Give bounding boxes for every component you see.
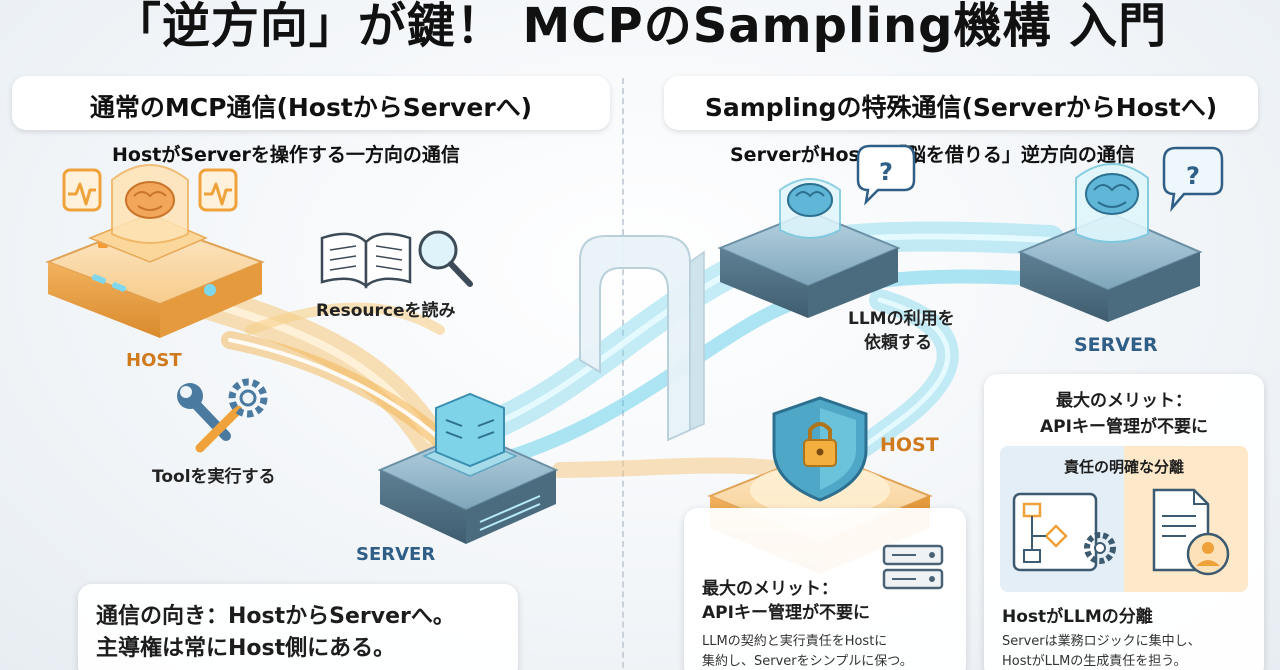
book-icon [322,234,410,286]
host-to-server-beam [200,300,470,470]
wrench-icon [177,383,238,448]
svg-text:?: ? [1186,162,1200,190]
merit-card-1: 最大のメリット： APIキー管理が不要に LLMの契約と実行責任をHostに 集… [684,508,966,670]
merit-card-2-caption: HostがLLMの分離 [1002,602,1153,627]
merit-card-1-body-line1: LLMの契約と実行責任をHostに [702,630,887,649]
separation-panel: 責任の明確な分離 [1000,446,1248,592]
direction-note-card: 通信の向き：HostからServerへ。 主導権は常にHost側にある。 [78,584,518,670]
merit-card-2: 最大のメリット： APIキー管理が不要に 責任の明確な分離 HostがLLMの分… [984,374,1264,670]
question-bubble-icon: ? [1164,148,1222,208]
resource-label: Resourceを読み [316,296,456,321]
request-label-line1: LLMの利用を [848,304,955,329]
brain-icon [788,184,832,216]
server-stack-icon [880,542,946,594]
merit-card-1-body-line2: 集約し、Serverをシンプルに保つ。 [702,650,913,669]
tool-label: Toolを実行する [152,462,276,487]
merit-card-2-body-line1: Serverは業務ロジックに集中し、 [1002,630,1201,649]
left-host-label: HOST [126,350,182,371]
svg-text:?: ? [879,158,893,186]
direction-note-line1: 通信の向き：HostからServerへ。 [96,598,455,630]
flowchart-icon [1010,490,1120,580]
merit-card-2-title-line1: 最大のメリット： [984,386,1264,411]
separation-panel-title: 責任の明確な分離 [1000,456,1248,477]
merit-card-2-title-line2: APIキー管理が不要に [984,412,1264,437]
magnifier-icon [420,232,470,284]
right-host-label: HOST [880,434,939,456]
right-server-label: SERVER [1074,334,1158,356]
question-bubble-icon: ? [858,146,914,202]
merit-card-1-title-line1: 最大のメリット： [702,574,838,599]
left-server-label: SERVER [356,544,435,565]
document-user-icon [1146,486,1242,582]
brain-icon [126,182,174,218]
merit-card-2-body-line2: HostがLLMの生成責任を担う。 [1002,650,1187,669]
request-label-line2: 依頼する [864,328,932,353]
merit-card-1-title-line2: APIキー管理が不要に [702,598,870,623]
brain-icon [1086,174,1138,214]
direction-note-line2: 主導権は常にHost側にある。 [96,630,395,662]
